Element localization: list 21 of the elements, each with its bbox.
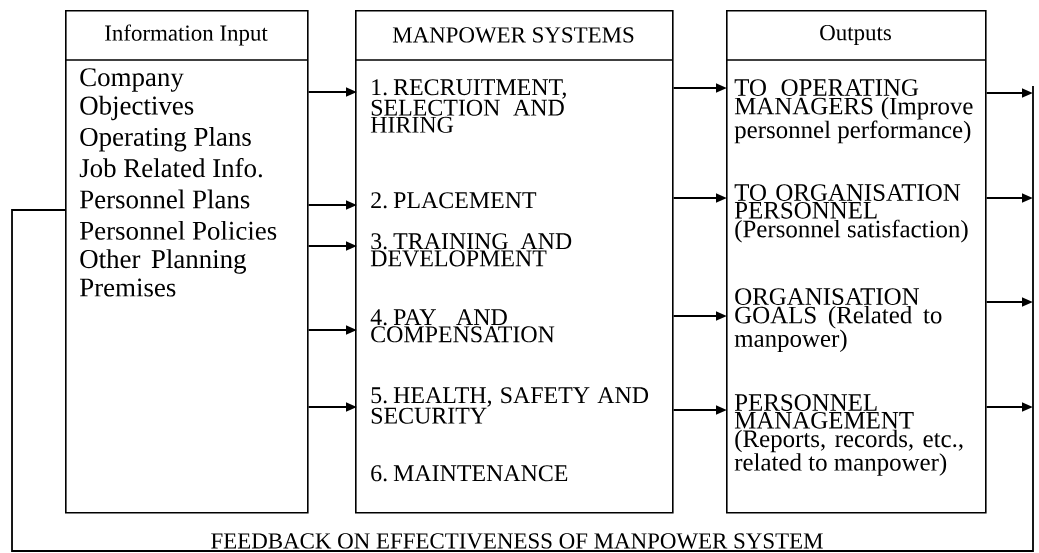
system-item: 5. HEALTH, SAFETY AND SECURITY: [371, 387, 649, 424]
column-heading: Outputs: [820, 24, 891, 45]
input-item: Company Objectives: [80, 68, 194, 121]
input-item: Personnel Policies: [80, 220, 277, 240]
edge-label: FEEDBACK ON EFFECTIVENESS OF MANPOWER SYSTEM: [204, 532, 830, 550]
input-item: Job Related Info.: [79, 158, 262, 178]
system-item: 1. RECRUITMENT, SELECTION AND HIRING: [370, 79, 566, 133]
system-item: 3. TRAINING AND DEVELOPMENT: [370, 233, 572, 267]
input-item: Personnel Plans: [80, 189, 250, 209]
system-item: 6. MAINTENANCE: [371, 465, 568, 482]
input-item: Operating Plans: [80, 127, 251, 152]
output-item: TO OPERATING MANAGERS (Improve personnel performance): [734, 79, 973, 144]
input-item: Other Planning Premises: [80, 249, 247, 297]
feedback-line: [11, 85, 1034, 552]
column-heading: Information Input: [105, 24, 268, 46]
system-item: 4. PAY AND COMPENSATION: [370, 309, 555, 343]
system-item: 2. PLACEMENT: [371, 192, 537, 209]
output-item: TO ORGANISATION PERSONNEL (Personnel satisfaction): [734, 184, 968, 243]
output-item: ORGANISATION GOALS (Related to manpower): [734, 288, 942, 353]
column-heading: MANPOWER SYSTEMS: [392, 27, 634, 43]
output-item: PERSONNEL MANAGEMENT (Reports, records, etc., related to manpower): [734, 394, 963, 476]
